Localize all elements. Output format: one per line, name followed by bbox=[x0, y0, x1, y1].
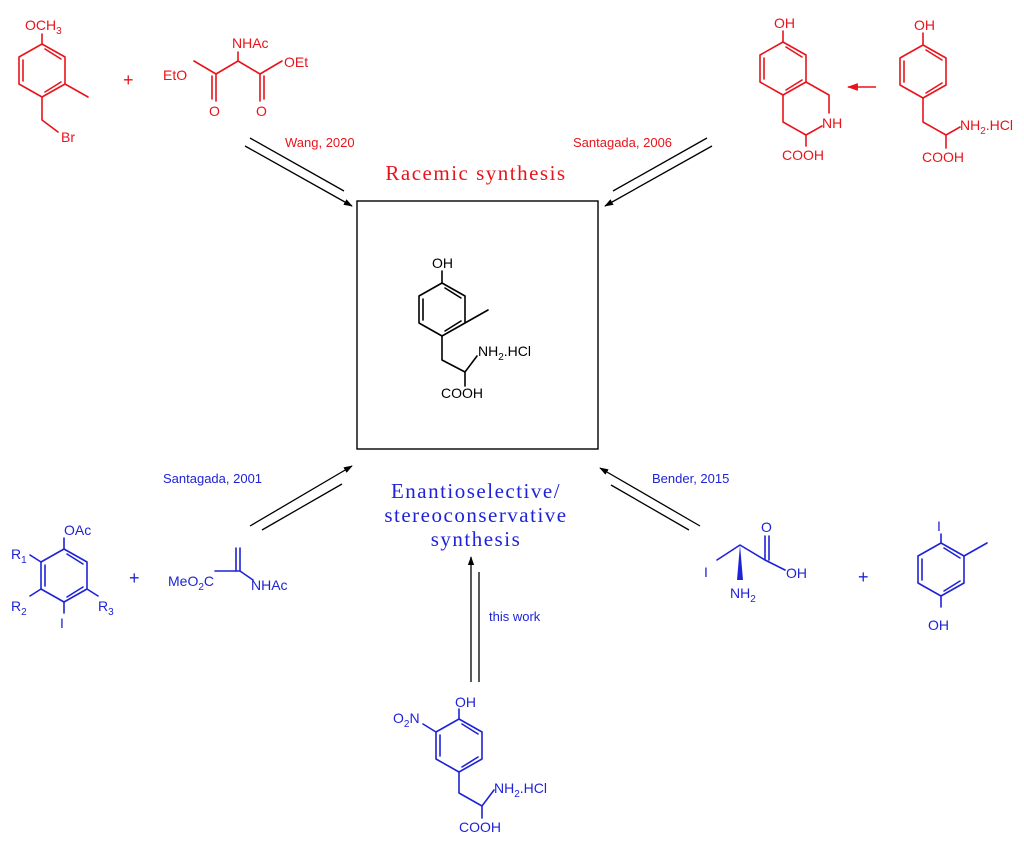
nitrotyrosine-cooh-label: COOH bbox=[459, 819, 501, 835]
oac-label: OAc bbox=[64, 522, 91, 538]
bromide-reagent: OCH3 Br bbox=[18, 17, 89, 145]
arrow-bender bbox=[599, 467, 701, 531]
oet-label: OEt bbox=[284, 54, 308, 70]
malonate-o-left: O bbox=[209, 103, 220, 119]
r1-label: R1 bbox=[11, 546, 27, 566]
o2n-label: O2N bbox=[393, 710, 420, 730]
meo2c-label: MeO2C bbox=[168, 573, 214, 593]
arrow-santagada-2006 bbox=[604, 137, 713, 207]
dehydroalanine-reagent: MeO2C NHAc bbox=[168, 547, 288, 593]
citation-bender-2015: Bender, 2015 bbox=[652, 471, 729, 486]
tyrosine-amine-label: NH2.HCl bbox=[960, 117, 1013, 137]
r3-label: R3 bbox=[98, 598, 114, 618]
thiq-cooh-label: COOH bbox=[782, 147, 824, 163]
eto-label: EtO bbox=[163, 67, 187, 83]
enantio-heading-line1: Enantioselective/ bbox=[391, 479, 561, 503]
iodoalanine-nh2-label: NH2 bbox=[730, 585, 756, 605]
iodoalanine-o-label: O bbox=[761, 519, 772, 535]
nitrotyrosine-reagent: OH O2N NH2.HCl COOH bbox=[393, 694, 547, 835]
iodoalanine-reagent: I O OH NH2 bbox=[704, 519, 807, 605]
bromine-label: Br bbox=[61, 129, 75, 145]
och3-label: OCH3 bbox=[25, 17, 62, 37]
tetrahydroisoquinoline-reagent: OH NH COOH bbox=[759, 15, 842, 163]
plus-sign-3: + bbox=[858, 567, 869, 587]
arrow-wang bbox=[244, 137, 353, 207]
nitrotyrosine-oh-label: OH bbox=[455, 694, 476, 710]
aryl-iodide-reagent: OAc R1 R2 R3 I bbox=[11, 522, 114, 631]
product-molecule: OH NH2.HCl COOH bbox=[418, 255, 531, 401]
r2-label: R2 bbox=[11, 598, 27, 618]
nitrotyrosine-amine-label: NH2.HCl bbox=[494, 780, 547, 800]
citation-wang-2020: Wang, 2020 bbox=[285, 135, 355, 150]
tyrosine-cooh-label: COOH bbox=[922, 149, 964, 165]
racemic-heading: Racemic synthesis bbox=[385, 161, 566, 185]
dehydroalanine-nhac-label: NHAc bbox=[251, 577, 288, 593]
thiq-oh-label: OH bbox=[774, 15, 795, 31]
tyrosine-oh-label: OH bbox=[914, 17, 935, 33]
malonate-nhac-label: NHAc bbox=[232, 35, 269, 51]
thiq-nh-label: NH bbox=[822, 115, 842, 131]
iodophenol-i-label: I bbox=[937, 518, 941, 534]
enantio-heading-line3: synthesis bbox=[431, 527, 522, 551]
malonate-o-right: O bbox=[256, 103, 267, 119]
citation-this-work: this work bbox=[489, 609, 541, 624]
citation-santagada-2006: Santagada, 2006 bbox=[573, 135, 672, 150]
plus-sign-1: + bbox=[123, 70, 134, 90]
enantio-heading-line2: stereoconservative bbox=[384, 503, 567, 527]
iodophenol-reagent: I OH bbox=[917, 518, 988, 633]
product-oh-label: OH bbox=[432, 255, 453, 271]
product-box bbox=[356, 200, 599, 450]
plus-sign-2: + bbox=[129, 568, 140, 588]
arrow-santagada-2001 bbox=[249, 465, 353, 531]
iodophenol-oh-label: OH bbox=[928, 617, 949, 633]
iodoalanine-i-label: I bbox=[704, 564, 708, 580]
product-amine-label: NH2.HCl bbox=[478, 343, 531, 363]
iodoalanine-oh-label: OH bbox=[786, 565, 807, 581]
citation-santagada-2001: Santagada, 2001 bbox=[163, 471, 262, 486]
malonate-reagent: NHAc EtO OEt O O bbox=[163, 35, 308, 119]
product-cooh-label: COOH bbox=[441, 385, 483, 401]
aryl-iodine-label: I bbox=[60, 615, 64, 631]
tyrosine-reagent: OH NH2.HCl COOH bbox=[899, 17, 1013, 165]
arrow-this-work bbox=[467, 556, 480, 682]
